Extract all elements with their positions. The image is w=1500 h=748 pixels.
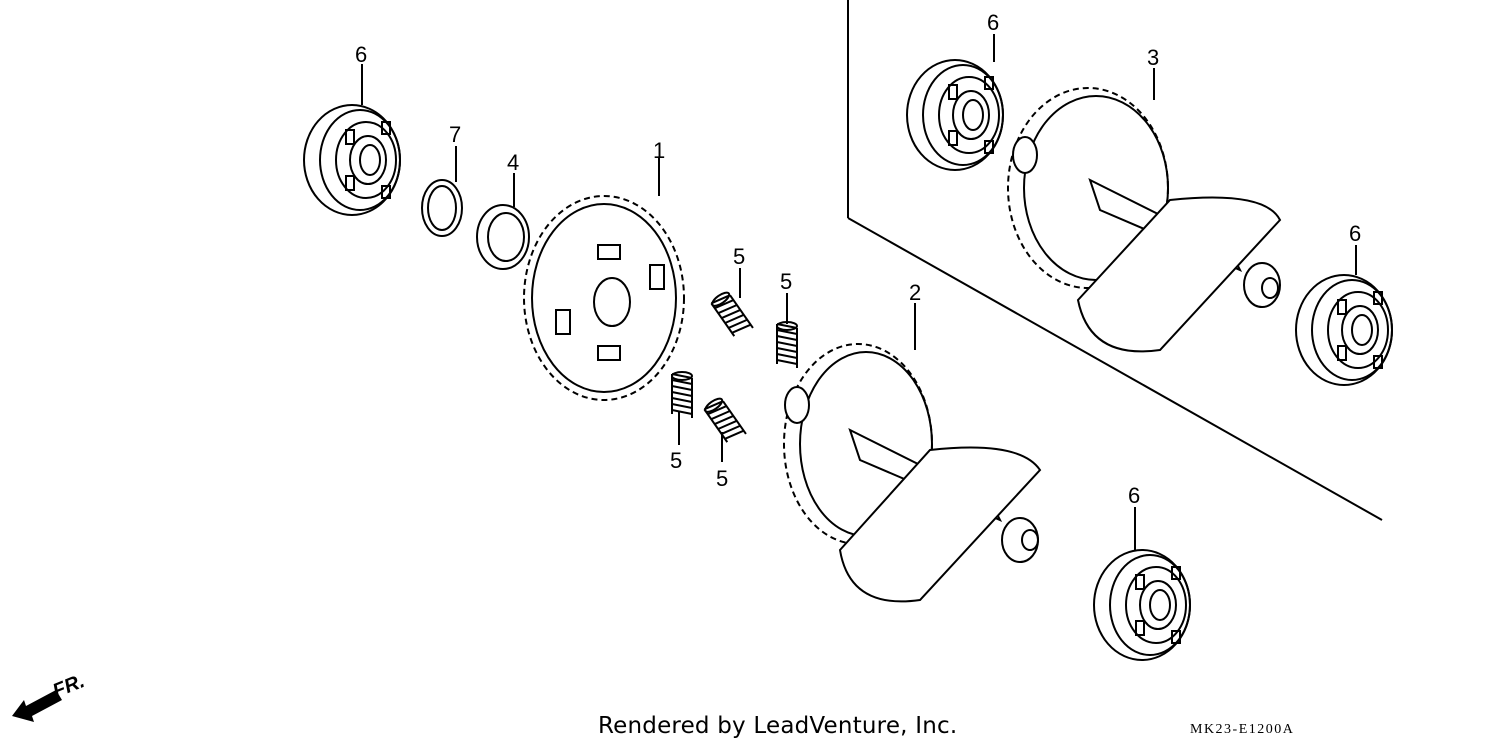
callout-2: 2: [909, 280, 921, 305]
callout-5-b: 5: [780, 269, 792, 294]
bearing-6-top: [906, 34, 1004, 171]
balancer-shaft-2: [783, 303, 1042, 603]
front-direction-label: FR.: [50, 670, 88, 702]
bearing-6-bottom: [1093, 507, 1191, 661]
balancer-shaft-3: [1007, 68, 1282, 353]
bearing-6-left: [303, 64, 401, 216]
front-direction-arrow-icon: [12, 690, 62, 722]
footer-credit: Rendered by LeadVenture, Inc.: [598, 713, 958, 739]
spring-5-d: [702, 395, 747, 462]
gear-1: [523, 158, 685, 401]
callout-7: 7: [449, 122, 461, 147]
circlip-7: [421, 146, 463, 237]
callout-6-bottom: 6: [1128, 483, 1140, 508]
callout-6-left: 6: [355, 42, 367, 67]
callout-6-right: 6: [1349, 221, 1361, 246]
assembly-frame: [847, 0, 1383, 521]
diagram-code: MK23-E1200A: [1190, 722, 1295, 737]
callout-5-d: 5: [716, 466, 728, 491]
callout-3: 3: [1147, 45, 1159, 70]
callout-5-c: 5: [670, 448, 682, 473]
spring-5-a: [709, 268, 754, 341]
spring-5-b: [776, 293, 798, 369]
callout-6-top: 6: [987, 10, 999, 35]
callout-4: 4: [507, 150, 519, 175]
bearing-6-right: [1295, 245, 1393, 386]
washer-4: [476, 173, 530, 270]
spring-5-c: [671, 371, 693, 445]
callout-1: 1: [653, 138, 665, 163]
callout-5-a: 5: [733, 244, 745, 269]
